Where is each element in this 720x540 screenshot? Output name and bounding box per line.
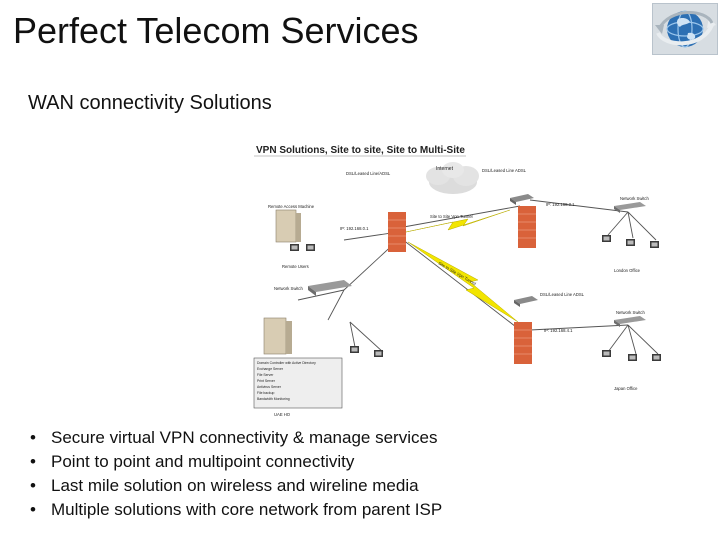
ip-right-top: IP: 192.168.3.1 <box>546 202 575 207</box>
network-switch-left-label: Network Switch <box>274 286 304 291</box>
internet-cloud-icon <box>426 162 479 194</box>
uae-ho-label: UAE HO <box>274 412 291 417</box>
service-item: File backup <box>257 391 274 395</box>
bullet-icon: • <box>30 452 36 471</box>
network-switch-right-bottom-label: Network Switch <box>616 310 646 315</box>
list-item-text: Secure virtual VPN connectivity & manage… <box>51 428 438 447</box>
japan-office-label: Japan Office <box>614 386 638 391</box>
ho-server-icon <box>263 317 292 355</box>
firewall-left-icon <box>388 212 406 252</box>
list-item: • Multiple solutions with core network fr… <box>30 498 442 522</box>
tunnel-label-top: Site to Site Vpn Tunnel <box>430 214 473 219</box>
remote-server-icon <box>275 209 301 243</box>
link-lines <box>287 199 659 355</box>
link-label-left: DSL/Leased Line/ADSL <box>346 171 391 176</box>
list-item-text: Point to point and multipoint connectivi… <box>51 452 355 471</box>
bullet-icon: • <box>30 428 36 447</box>
firewall-right-top-icon <box>518 206 536 248</box>
list-item: • Last mile solution on wireless and wire… <box>30 474 442 498</box>
ip-left: IP: 192.168.0.1 <box>340 226 369 231</box>
network-switch-right-bottom-icon <box>614 316 646 327</box>
list-item-text: Multiple solutions with core network fro… <box>51 500 443 519</box>
network-switch-right-top-icon <box>614 202 646 213</box>
remote-server-label: Remote Access Machine <box>268 204 315 209</box>
link-label-right-mid: DSL/Leased Line ADSL <box>540 292 585 297</box>
workstation-screens <box>291 236 660 360</box>
list-item: • Point to point and multipoint connectiv… <box>30 450 442 474</box>
feature-list: • Secure virtual VPN connectivity & manag… <box>30 426 442 522</box>
globe-arrows-icon <box>652 3 718 55</box>
london-office-label: London Office <box>614 268 641 273</box>
network-switch-right-top-label: Network Switch <box>620 196 650 201</box>
diagram-title: VPN Solutions, Site to site, Site to Mul… <box>256 145 465 156</box>
list-item-text: Last mile solution on wireless and wirel… <box>51 476 419 495</box>
vpn-tunnel-top <box>405 209 511 233</box>
list-item: • Secure virtual VPN connectivity & manag… <box>30 426 442 450</box>
section-subtitle: WAN connectivity Solutions <box>28 92 272 114</box>
svg-text:Domain Controller with Active: Domain Controller with Active Directory … <box>257 361 317 401</box>
vpn-network-diagram: VPN Solutions, Site to site, Site to Mul… <box>248 140 670 418</box>
service-item: Domain Controller with Active Directory <box>257 361 316 365</box>
service-item: Exchange Server <box>257 367 284 371</box>
bullet-icon: • <box>30 476 36 495</box>
internet-label: Internet <box>436 166 454 172</box>
ip-right-bottom: IP: 192.168.4.1 <box>544 328 573 333</box>
bullet-icon: • <box>30 500 36 519</box>
service-item: Antivirus Server <box>257 385 282 389</box>
firewall-right-bottom-icon <box>514 322 532 364</box>
router-bottom-icon <box>514 296 538 307</box>
service-item: File Server <box>257 373 274 377</box>
remote-user-label: Remote Users <box>282 264 309 269</box>
link-label-right-top: DSL/Leased Line ADSL <box>482 168 527 173</box>
service-item: Print Server <box>257 379 276 383</box>
network-switch-left-icon <box>308 280 352 296</box>
page-title: Perfect Telecom Services <box>13 10 419 51</box>
service-item: Bandwidth Monitoring <box>257 397 290 401</box>
router-top-icon <box>510 194 534 205</box>
